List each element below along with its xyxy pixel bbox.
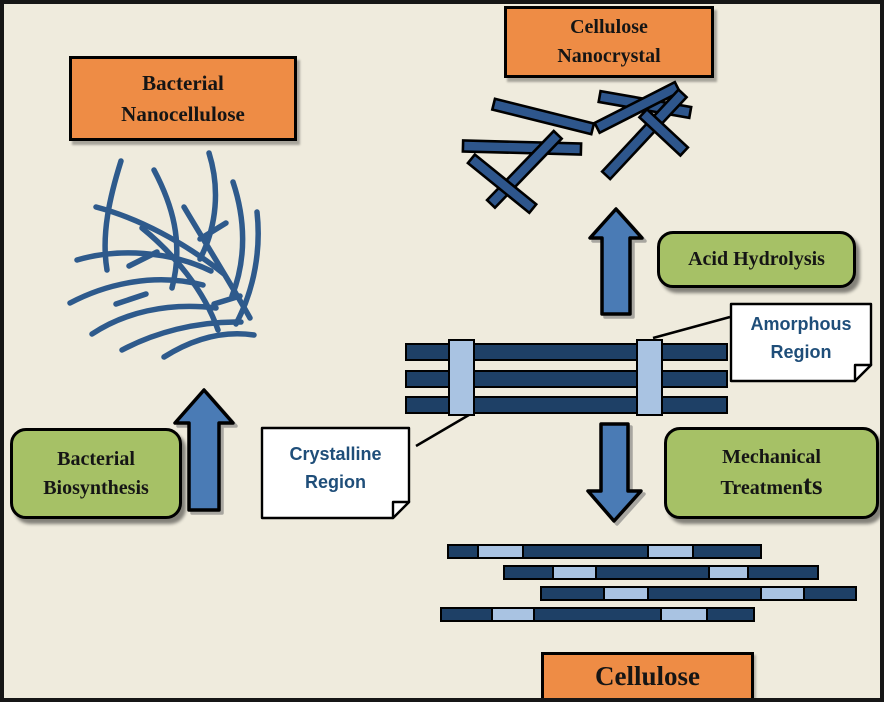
mechanical-treatments-line2-suffix: ts (803, 470, 823, 500)
mechanical-treatments-line2-main: Treatmen (720, 477, 804, 499)
crystalline-region-line2: Region (305, 471, 366, 492)
nanocrystal-rods (461, 80, 693, 215)
mechanical-treatments-line1: Mechanical (722, 446, 821, 468)
amorphous-note-shape (729, 302, 873, 383)
acid-hydrolysis-box: Acid Hydrolysis (657, 231, 856, 288)
mechanical-treatments-arrow (586, 422, 643, 523)
bacterial-nanocellulose-box: Bacterial Nanocellulose (69, 56, 297, 141)
cellulose-fibril (405, 339, 728, 416)
nanofibril-bar-4 (440, 607, 755, 622)
crystalline-note-shape (260, 426, 411, 520)
cellulose-nanocrystal-box: Cellulose Nanocrystal (504, 6, 714, 78)
bacterial-biosynthesis-line1: Bacterial (57, 447, 135, 470)
bacterial-biosynthesis-line2: Biosynthesis (43, 476, 149, 499)
bacterial-nanocellulose-line2: Nanocellulose (121, 101, 245, 126)
mechanical-treatments-box: Mechanical Treatments (664, 427, 879, 519)
amorphous-note-fold (853, 363, 873, 383)
cellulose-nanocrystal-line1: Cellulose (570, 16, 648, 38)
crystalline-region-note: Crystalline Region (262, 441, 409, 497)
acid-hydrolysis-label: Acid Hydrolysis (688, 248, 825, 270)
cellulose-box: Cellulose (541, 652, 754, 698)
nanofibril-bar-2 (503, 565, 819, 580)
amorphous-region-line2: Region (770, 341, 832, 362)
bacterial-biosynthesis-arrow (173, 388, 235, 512)
crystalline-region-line1: Crystalline (289, 444, 382, 464)
bacterial-biosynthesis-box: Bacterial Biosynthesis (10, 428, 182, 519)
bacterial-nanocellulose-line1: Bacterial (142, 71, 224, 96)
cellulose-label: Cellulose (595, 661, 700, 692)
mechanical-treatments-line2: Treatments (720, 472, 822, 503)
cellulose-nanocrystal-line2: Nanocrystal (557, 45, 661, 67)
bacterial-nanocellulose-fibers (67, 150, 261, 360)
amorphous-region-note: Amorphous Region (731, 311, 871, 367)
nanofibril-stack (440, 544, 857, 622)
nanofibril-bar-3 (540, 586, 857, 601)
nanofibril-bar-1 (447, 544, 762, 559)
acid-hydrolysis-arrow (588, 207, 644, 316)
diagram-artwork (67, 80, 873, 622)
crystalline-note-fold (391, 500, 411, 520)
amorphous-region-line1: Amorphous (750, 314, 852, 334)
crystalline-connector-line (415, 410, 475, 448)
amorphous-connector-line (652, 315, 731, 340)
amorphous-bands (448, 339, 663, 416)
